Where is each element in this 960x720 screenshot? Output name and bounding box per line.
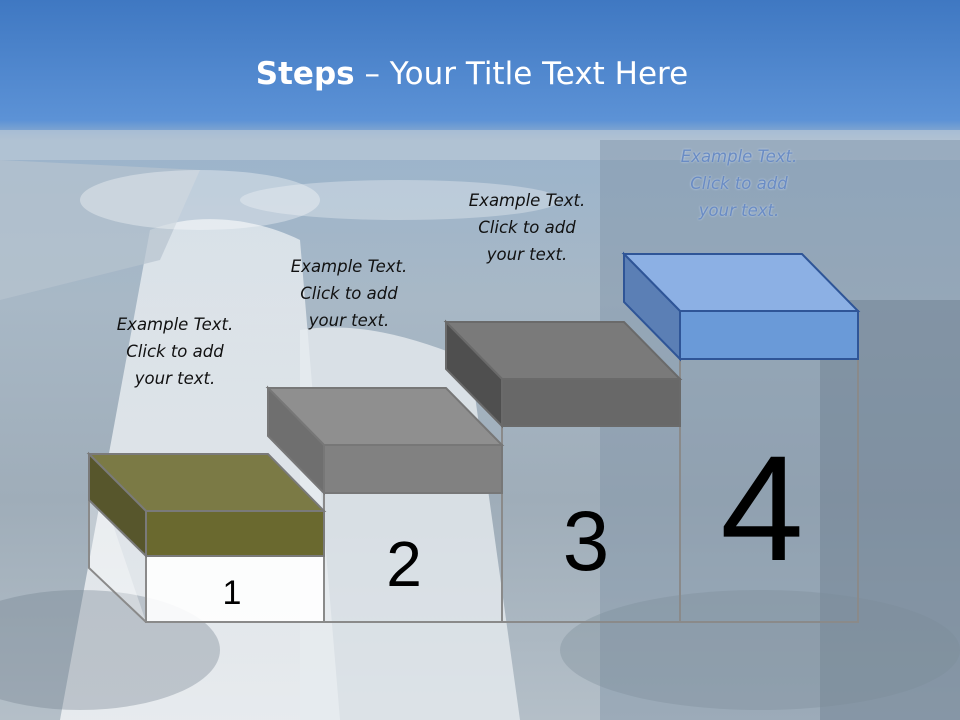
step-1-text-line: your text. [134,369,216,388]
step-2-text-line: Example Text. [290,257,408,276]
step-2-number: 2 [386,528,422,600]
step-1-text-line: Click to add [126,342,224,361]
step-3-text-line: Example Text. [468,191,586,210]
step-1-text-line: Example Text. [116,315,234,334]
step-4-text-line: Click to add [690,174,788,193]
step-1-number: 1 [223,574,242,612]
step-3-block[interactable] [443,319,683,429]
slide-title[interactable]: Steps – Your Title Text Here [0,56,944,92]
title-rest-text: – Your Title Text Here [354,56,689,92]
step-4-text[interactable]: Example Text. Click to add your text. [654,143,824,224]
step-4-text-line: your text. [698,201,780,220]
step-3-number: 3 [563,494,610,588]
step-3-text-line: Click to add [478,218,576,237]
step-4-block[interactable] [621,251,861,362]
step-2-block[interactable] [265,385,505,496]
step-4-text-line: Example Text. [680,147,798,166]
step-2-text[interactable]: Example Text. Click to add your text. [264,253,434,334]
step-3-text[interactable]: Example Text. Click to add your text. [442,187,612,268]
step-1-text[interactable]: Example Text. Click to add your text. [90,311,260,392]
step-3-text-line: your text. [486,245,568,264]
title-bold-text: Steps [255,56,355,92]
step-2-text-line: your text. [308,311,390,330]
step-4-number: 4 [720,424,803,592]
step-1-block[interactable] [86,451,327,559]
step-2-text-line: Click to add [300,284,398,303]
